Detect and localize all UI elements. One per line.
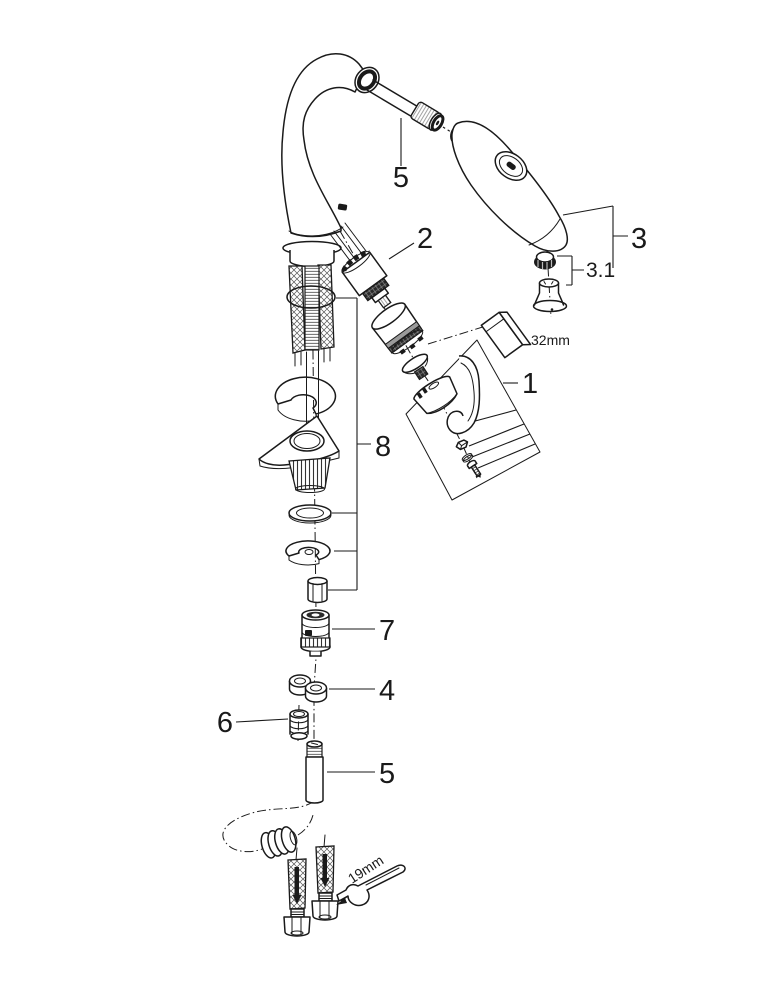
- supply-hose-right: [311, 834, 339, 921]
- handle-washer: [461, 452, 474, 463]
- part-3-1-cone: [532, 278, 568, 313]
- callout-3-bracket: [557, 205, 628, 286]
- braided-hose-right: [317, 264, 335, 363]
- callout-3: 3: [631, 223, 647, 255]
- spray-head: [450, 120, 569, 252]
- braided-hose-left: [288, 265, 306, 367]
- o-ring: [286, 285, 336, 309]
- callout-5-bottom: 5: [379, 758, 395, 790]
- cartridge: [341, 250, 392, 309]
- flat-washer: [288, 504, 332, 524]
- leader-6: [235, 718, 289, 723]
- spray-head-button: [494, 151, 528, 181]
- leader-nut: [468, 423, 525, 447]
- triangle-mounting-plate: [258, 415, 340, 469]
- callout-1: 1: [522, 368, 538, 400]
- horseshoe-washer: [274, 376, 337, 422]
- part-3-1-ring: [534, 251, 556, 270]
- leader-2: [388, 242, 415, 260]
- handle-nut: [455, 439, 469, 451]
- pullout-hose: [366, 79, 452, 133]
- spout-outlet: [354, 66, 380, 94]
- faucet-body: [281, 52, 366, 268]
- lever-handle: [446, 355, 481, 435]
- label-32mm: 32mm: [531, 332, 570, 348]
- handle-base: [413, 375, 458, 415]
- callout-5-top: 5: [393, 162, 409, 194]
- washer-pair: [288, 674, 328, 703]
- callout-4: 4: [379, 675, 395, 707]
- check-valve: [289, 709, 309, 740]
- wrench-19mm: [336, 864, 406, 907]
- callout-2: 2: [417, 223, 433, 255]
- socket-32mm: [480, 311, 532, 359]
- wrench-arrow: [336, 895, 349, 905]
- logo-badge: [337, 203, 348, 211]
- coil-spring: [260, 826, 298, 859]
- c-washer: [285, 540, 331, 566]
- handle-screw: [466, 459, 482, 478]
- ribbed-cone: [288, 457, 331, 493]
- mounting-nut: [307, 576, 328, 604]
- cone-adapter: [401, 353, 429, 381]
- quick-connector: [300, 609, 331, 657]
- callout-6: 6: [217, 707, 233, 739]
- hose-stub: [305, 740, 324, 804]
- cartridge-dome-cap: [371, 302, 424, 355]
- leader-screw: [477, 443, 536, 469]
- callout-3-1: 3.1: [586, 259, 615, 282]
- callout-7: 7: [379, 615, 395, 647]
- leader-washer: [471, 433, 531, 458]
- bracket-8: [328, 297, 371, 591]
- callout-8: 8: [375, 431, 391, 463]
- hose-connector: [410, 101, 445, 132]
- supply-tubes: [329, 222, 367, 263]
- supply-hose-left: [283, 847, 311, 937]
